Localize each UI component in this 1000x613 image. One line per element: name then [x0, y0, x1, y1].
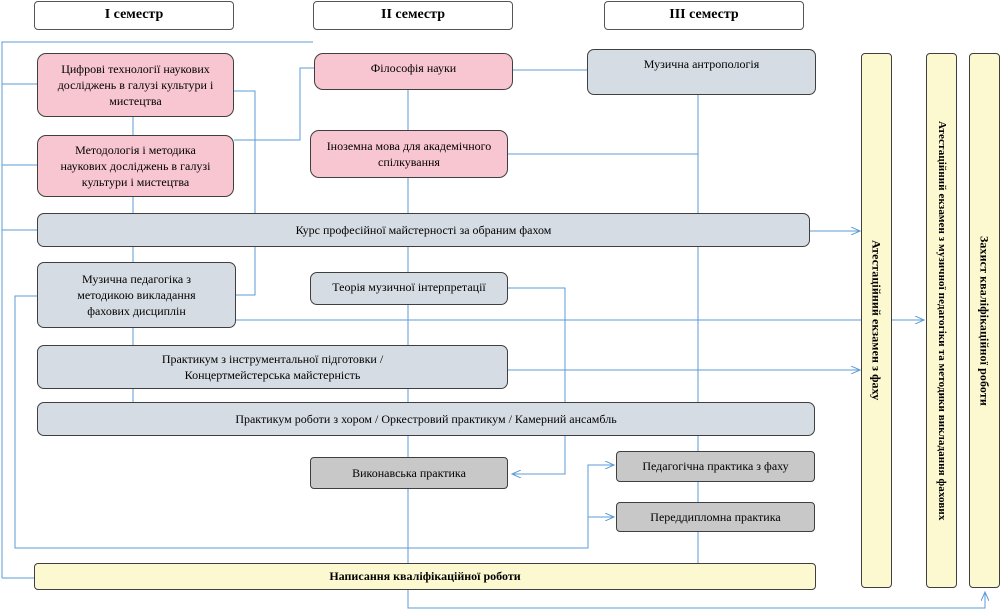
bottom-loop-line: [14, 295, 614, 549]
pedagogical-practice-label: Педагогічна практика з фаху: [642, 459, 789, 474]
course-foreign-language: Іноземна мова для академічного спілкуван…: [310, 130, 508, 178]
thesis-defense-label: Захист кваліфікаційної роботи: [977, 235, 992, 406]
course-music-anthropology: Музична антропологія: [587, 49, 816, 95]
exam-music-pedagogy-label: Атестаційний екзамен з музичної педагогі…: [935, 120, 948, 521]
exam-music-pedagogy: Атестаційний екзамен з музичної педагогі…: [926, 53, 957, 588]
course-digital-technologies-line: мистецтва: [109, 94, 162, 109]
course-interpretation-theory: Теорія музичної інтерпретації: [310, 272, 508, 305]
thesis-defense: Захист кваліфікаційної роботи: [969, 53, 1000, 588]
course-philosophy-of-science: Філософія науки: [314, 53, 513, 90]
left-frame-line: [1, 41, 313, 578]
s1-to-s2-link: [234, 67, 314, 141]
course-music-pedagogy: Музична педагогіка з методикою викладанн…: [37, 262, 236, 328]
course-professional-mastery: Курс професійної майстерності за обраним…: [37, 213, 810, 247]
performance-practice: Виконавська практика: [310, 457, 508, 489]
performance-practice-label: Виконавська практика: [352, 465, 466, 480]
semester-3-header: III семестр: [604, 1, 804, 30]
course-instrumental-practicum-line: Практикум з інструментальної підготовки …: [161, 351, 384, 366]
pedagogical-practice: Педагогічна практика з фаху: [616, 451, 815, 482]
course-professional-mastery-label: Курс професійної майстерності за обраним…: [295, 222, 552, 237]
prediploma-practice-label: Переддипломна практика: [650, 509, 781, 524]
course-interpretation-theory-label: Теорія музичної інтерпретації: [332, 280, 486, 294]
semester-2-label: II семестр: [381, 7, 445, 23]
course-digital-technologies: Цифрові технології наукових досліджень в…: [37, 53, 234, 117]
course-music-pedagogy-line: Музична педагогіка з: [82, 271, 191, 286]
course-digital-technologies-line: Цифрові технології наукових: [61, 61, 210, 76]
semester-1-label: I семестр: [104, 7, 164, 23]
course-choir-practicum-label: Практикум роботи з хором / Оркестровий п…: [235, 411, 617, 426]
interp-to-performance-link: [508, 287, 566, 474]
semester-1-header: I семестр: [34, 1, 234, 30]
course-research-methodology-line: наукових досліджень в галузі: [60, 158, 211, 173]
course-foreign-language-line: Іноземна мова для академічного: [326, 138, 492, 153]
course-foreign-language-line: спілкування: [378, 155, 440, 169]
s1-side-bracket: [234, 90, 256, 296]
exam-specialty-label: Атестаційний екзамен з фаху: [869, 240, 884, 401]
course-music-anthropology-label: Музична антропологія: [643, 57, 760, 71]
prediploma-practice: Переддипломна практика: [616, 502, 815, 532]
thesis-to-defense-arrow: [407, 590, 985, 609]
semester-2-header: II семестр: [313, 1, 513, 30]
course-research-methodology-line: Методологія і методика: [75, 142, 196, 157]
course-music-pedagogy-line: методикою викладання: [77, 287, 196, 302]
exam-specialty: Атестаційний екзамен з фаху: [861, 53, 892, 588]
course-research-methodology: Методологія і методика наукових дослідже…: [37, 135, 234, 197]
course-choir-practicum: Практикум роботи з хором / Оркестровий п…: [37, 402, 815, 436]
course-instrumental-practicum-line: Концертмейстерська майстерність: [184, 368, 361, 382]
course-digital-technologies-line: досліджень в галузі культури і: [57, 77, 214, 92]
thesis-writing: Написання кваліфікаційної роботи: [34, 563, 816, 590]
semester-3-label: III семестр: [669, 7, 739, 23]
thesis-writing-label: Написання кваліфікаційної роботи: [329, 569, 521, 584]
course-instrumental-practicum: Практикум з інструментальної підготовки …: [37, 345, 508, 389]
loop-to-ped-practice-arrow: [587, 465, 614, 517]
course-music-pedagogy-line: фахових дисциплін: [87, 304, 186, 319]
course-research-methodology-line: культури і мистецтва: [81, 175, 190, 190]
course-philosophy-of-science-label: Філософія науки: [370, 61, 457, 75]
